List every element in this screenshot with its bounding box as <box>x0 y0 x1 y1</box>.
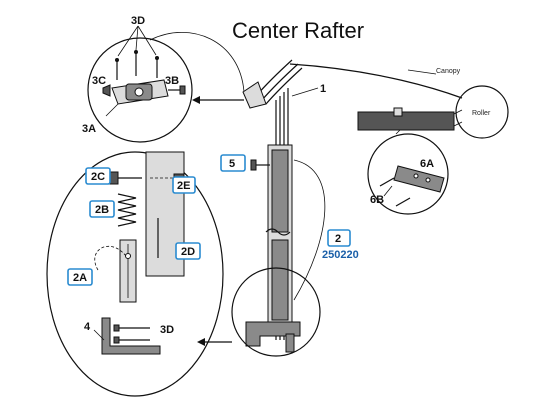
label-box-2d <box>175 242 201 260</box>
label-6a: 6A <box>420 158 434 170</box>
label-3d-top: 3D <box>131 15 145 27</box>
arrow-left-top <box>192 96 200 104</box>
label-5: 5 <box>229 158 235 170</box>
label-4: 4 <box>84 321 91 333</box>
rafter-bottom-circle <box>231 267 321 357</box>
label-box-2e <box>172 176 196 194</box>
rafter-assembly <box>242 59 303 353</box>
label-2: 2 <box>335 233 341 245</box>
arrow-left-bottom <box>197 338 205 346</box>
canopy-roller-detail <box>289 63 509 215</box>
label-box-2 <box>327 229 351 247</box>
detail-oval-bottom <box>46 151 224 397</box>
label-canopy: Canopy <box>436 68 461 75</box>
label-3a: 3A <box>82 123 96 135</box>
label-2c: 2C <box>91 171 105 183</box>
detail-circle-top <box>87 25 193 143</box>
connector-line-top <box>149 32 245 93</box>
label-3c: 3C <box>92 75 106 87</box>
label-3b: 3B <box>165 75 179 87</box>
label-2b: 2B <box>95 204 109 216</box>
label-box-5 <box>220 154 246 172</box>
label-2e: 2E <box>177 180 190 192</box>
label-2a: 2A <box>73 272 87 284</box>
label-box-2b <box>89 200 115 218</box>
label-roller: Roller <box>472 110 491 117</box>
label-box-2a <box>67 268 93 286</box>
label-2d: 2D <box>181 246 195 258</box>
label-6b: 6B <box>370 194 384 206</box>
label-1: 1 <box>320 83 326 95</box>
part-number-2: 250220 <box>322 249 359 261</box>
diagram-title: Center Rafter <box>232 18 364 43</box>
label-3d-bottom: 3D <box>160 324 174 336</box>
label-box-2c <box>85 167 111 185</box>
